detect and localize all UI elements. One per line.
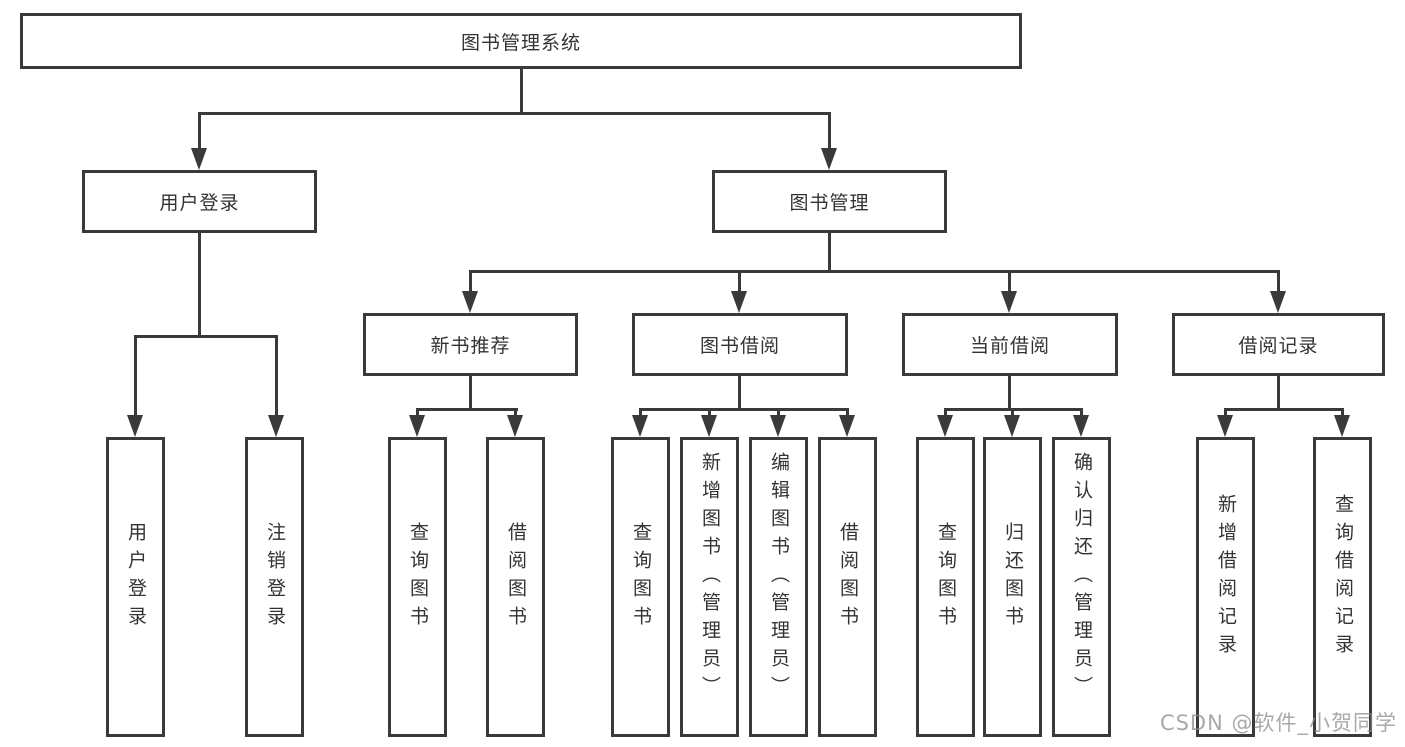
- connector-line: [198, 112, 201, 152]
- connector-line: [134, 335, 278, 338]
- connector-line: [846, 408, 849, 419]
- connector-line: [944, 408, 947, 419]
- connector-line: [738, 270, 741, 295]
- connector-line: [1008, 376, 1011, 410]
- arrowhead-icon: [191, 148, 207, 170]
- connector-line: [198, 233, 201, 338]
- arrowhead-icon: [127, 415, 143, 437]
- arrowhead-icon: [409, 415, 425, 437]
- connector-line: [1277, 270, 1280, 295]
- arrowhead-icon: [462, 291, 478, 313]
- node-book-borrow: 图书借阅: [632, 313, 848, 376]
- leaf-query-books-current: 查询图书: [916, 437, 975, 737]
- connector-line: [738, 376, 741, 410]
- connector-line: [777, 408, 780, 419]
- connector-line: [1011, 408, 1014, 419]
- arrowhead-icon: [1073, 415, 1089, 437]
- connector-line: [514, 408, 517, 419]
- connector-line: [1224, 408, 1227, 419]
- connector-line: [1277, 376, 1280, 410]
- leaf-add-borrow-record: 新增借阅记录: [1196, 437, 1255, 737]
- arrowhead-icon: [1217, 415, 1233, 437]
- arrowhead-icon: [839, 415, 855, 437]
- connector-line: [1341, 408, 1344, 419]
- connector-line: [828, 112, 831, 152]
- node-root-system: 图书管理系统: [20, 13, 1022, 69]
- connector-line: [469, 270, 1280, 273]
- leaf-query-borrow-record: 查询借阅记录: [1313, 437, 1372, 737]
- arrowhead-icon: [268, 415, 284, 437]
- connector-line: [639, 408, 642, 419]
- arrowhead-icon: [937, 415, 953, 437]
- arrowhead-icon: [821, 148, 837, 170]
- connector-line: [1008, 270, 1011, 295]
- leaf-user-login: 用户登录: [106, 437, 165, 737]
- connector-line: [469, 376, 472, 410]
- arrowhead-icon: [731, 291, 747, 313]
- leaf-borrow-books-recommend: 借阅图书: [486, 437, 545, 737]
- leaf-query-books-recommend: 查询图书: [388, 437, 447, 737]
- connector-line: [520, 69, 523, 114]
- arrowhead-icon: [1001, 291, 1017, 313]
- leaf-logout: 注销登录: [245, 437, 304, 737]
- node-book-management: 图书管理: [712, 170, 947, 233]
- connector-line: [275, 335, 278, 419]
- arrowhead-icon: [701, 415, 717, 437]
- leaf-return-books: 归还图书: [983, 437, 1042, 737]
- connector-line: [416, 408, 518, 411]
- connector-line: [469, 270, 472, 295]
- arrowhead-icon: [507, 415, 523, 437]
- leaf-borrow-books: 借阅图书: [818, 437, 877, 737]
- connector-line: [134, 335, 137, 419]
- node-user-login: 用户登录: [82, 170, 317, 233]
- connector-line: [416, 408, 419, 419]
- leaf-confirm-return-admin: 确认归还（管理员）: [1052, 437, 1111, 737]
- connector-line: [1224, 408, 1344, 411]
- leaf-add-books-admin: 新增图书（管理员）: [680, 437, 739, 737]
- arrowhead-icon: [1270, 291, 1286, 313]
- arrowhead-icon: [632, 415, 648, 437]
- leaf-edit-books-admin: 编辑图书（管理员）: [749, 437, 808, 737]
- connector-line: [828, 233, 831, 273]
- connector-line: [198, 112, 831, 115]
- leaf-query-books-borrow: 查询图书: [611, 437, 670, 737]
- node-borrow-records: 借阅记录: [1172, 313, 1385, 376]
- connector-line: [708, 408, 711, 419]
- node-current-borrow: 当前借阅: [902, 313, 1118, 376]
- arrowhead-icon: [770, 415, 786, 437]
- arrowhead-icon: [1004, 415, 1020, 437]
- connector-line: [639, 408, 849, 411]
- arrowhead-icon: [1334, 415, 1350, 437]
- connector-line: [1080, 408, 1083, 419]
- node-new-book-recommend: 新书推荐: [363, 313, 578, 376]
- csdn-watermark: CSDN @软件_小贺同学: [1159, 711, 1397, 735]
